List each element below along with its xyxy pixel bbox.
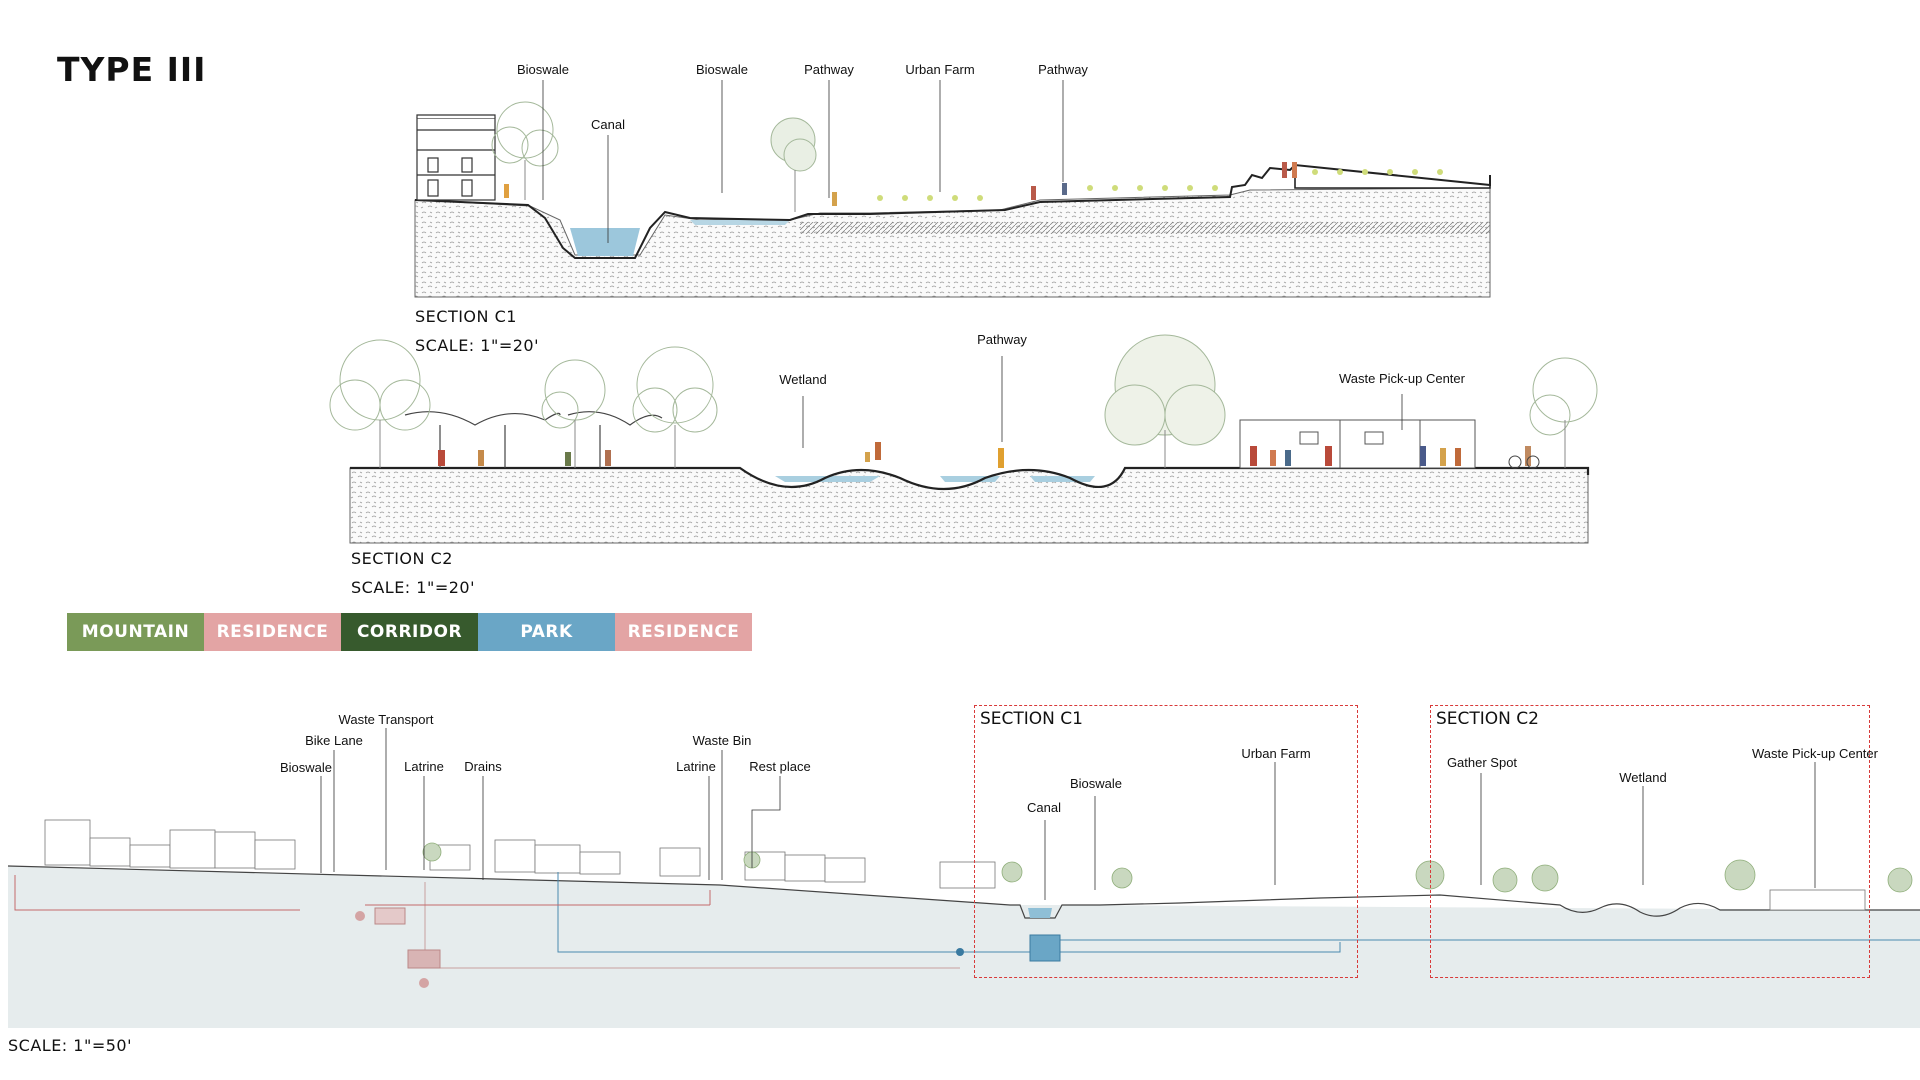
c1-soil [414,187,1491,298]
c2-leaders [802,356,1403,448]
c1-ground-line [414,163,1491,259]
legend-corridor: CORRIDOR [341,613,478,651]
overall-leaders [320,728,1816,900]
overall-label-waste-bin: Waste Bin [692,733,752,748]
c1-label-pathway-2: Pathway [1038,62,1088,77]
c1-section-scale: SCALE: 1"=20' [415,336,539,355]
overall-c2-label-waste-pickup-center: Waste Pick-up Center [1752,746,1878,761]
overall-label-latrine-2: Latrine [676,759,716,774]
c2-section-scale: SCALE: 1"=20' [351,578,475,597]
overall-c1-label-urban-farm: Urban Farm [1241,746,1311,761]
c2-label-pathway: Pathway [977,332,1027,347]
legend-mountain: MOUNTAIN [67,613,204,651]
c1-trees [491,101,817,212]
overall-c1-label-bioswale: Bioswale [1069,776,1123,791]
c2-section-name: SECTION C2 [351,549,453,568]
overall-c2-label-wetland: Wetland [1619,770,1667,785]
overall-label-latrine-1: Latrine [404,759,444,774]
c2-label-wetland: Wetland [779,372,827,387]
c1-section-name: SECTION C1 [415,307,517,326]
overall-c2-label-gather-spot: Gather Spot [1446,755,1518,770]
c2-people [438,442,1540,469]
overall-trees [422,842,1913,893]
overall-label-bioswale: Bioswale [279,760,333,775]
overall-tanks [355,907,1061,988]
c2-trees [329,334,1598,468]
overall-label-rest-place: Rest place [749,759,811,774]
overall-label-drains: Drains [464,759,502,774]
c1-label-pathway-1: Pathway [804,62,854,77]
legend-park: PARK [478,613,615,651]
legend-residence-2: RESIDENCE [615,613,752,651]
overall-box-section-c2 [1430,705,1870,978]
c2-label-waste-pickup-center: Waste Pick-up Center [1339,371,1465,386]
overall-ground-line [7,865,1920,919]
c1-leaders [542,80,1064,243]
overall-buildings [44,819,1866,911]
overall-scale: SCALE: 1"=50' [8,1036,132,1055]
c1-label-bioswale-1: Bioswale [516,62,570,77]
c1-bioswale-water [690,220,790,225]
overall-label-bike-lane: Bike Lane [305,733,363,748]
c2-canopies [404,411,663,468]
c2-wetland-water [775,476,1095,482]
c1-label-urban-farm: Urban Farm [905,62,975,77]
c1-canal-water [570,228,640,256]
overall-ground-mass [8,866,1920,1028]
page-title: TYPE III [57,50,207,89]
c1-people [504,162,1297,206]
c2-ground-line [350,466,1590,491]
overall-box-c2-title: SECTION C2 [1436,709,1539,729]
overall-pipes [14,872,1920,969]
zone-legend: MOUNTAIN RESIDENCE CORRIDOR PARK RESIDEN… [67,613,752,651]
overall-box-section-c1 [974,705,1358,978]
c1-farm-plants [877,169,1443,201]
overall-box-c1-title: SECTION C1 [980,709,1083,729]
overall-label-waste-transport: Waste Transport [338,712,434,727]
legend-residence-1: RESIDENCE [204,613,341,651]
overall-canal [1028,908,1052,918]
c1-label-bioswale-2: Bioswale [695,62,749,77]
c1-label-canal: Canal [591,117,625,132]
c1-building [416,114,496,201]
overall-c1-label-canal: Canal [1027,800,1061,815]
